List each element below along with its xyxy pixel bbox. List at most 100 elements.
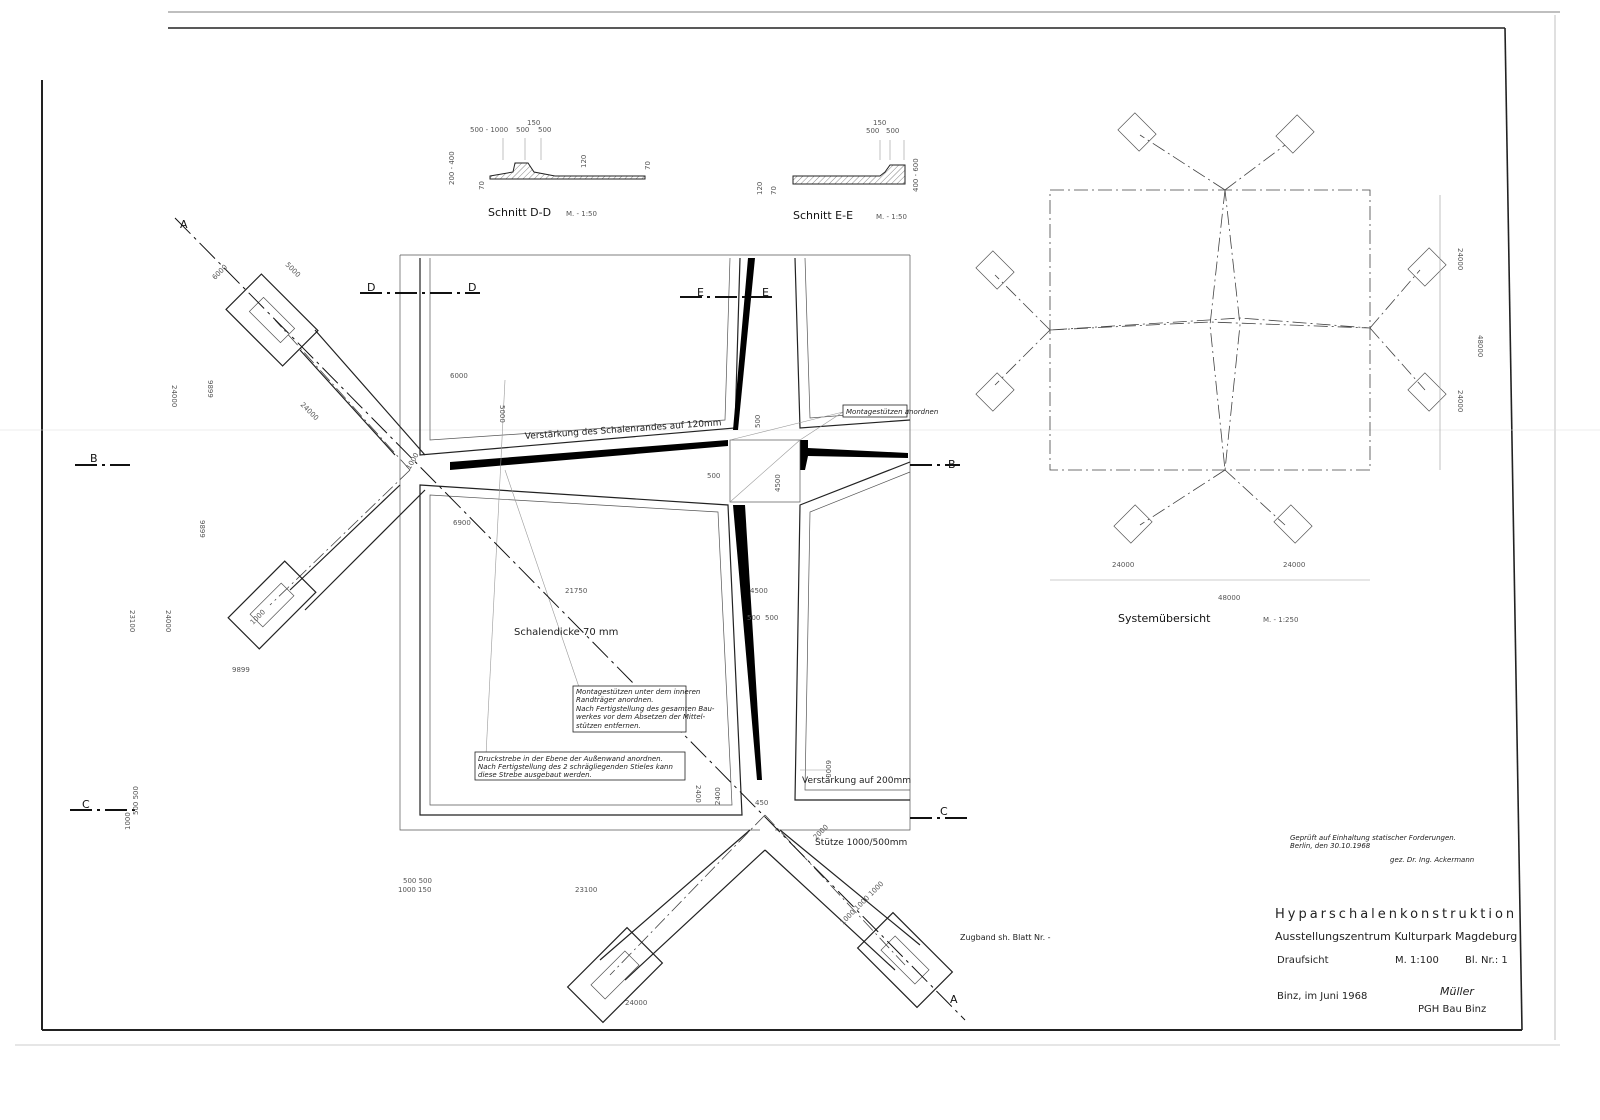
section-dd-title: Schnitt D-D [488,206,551,219]
drawing-text: M. - 1:250 [1263,616,1298,624]
drawing-text: 500 [707,472,720,480]
drawing-text: 500 [754,415,762,428]
drawing-text: 150 [527,119,540,127]
drawing-text: 120 [756,182,764,195]
drawing-text: 24000 [164,610,172,632]
project-name: Ausstellungszentrum Kulturpark Magdeburg [1275,930,1517,943]
drawing-text: Zugband sh. Blatt Nr. - [960,933,1051,942]
drawing-text: M. - 1:50 [566,210,597,218]
drawing-text: 1000 [249,608,267,626]
drawing-text: 21750 [565,587,587,595]
drawing-text: 24000 [299,401,320,422]
drawing-text: 24000 [1112,561,1134,569]
drawing-text: Nach Fertigstellung des gesamten Bau- [576,705,715,713]
drawing-text: 120 [580,155,588,168]
drawing-text: A [950,993,958,1006]
drawing-text: 500 [866,127,879,135]
drawing-text: 500 [886,127,899,135]
drawing-text: gez. Dr. Ing. Ackermann [1390,856,1474,864]
drawing-text: 400 - 600 [912,158,920,192]
drawing-text: 4500 [774,474,782,492]
drawing-text: Bl. Nr.: 1 [1465,955,1508,966]
drawing-text: 500 [538,126,551,134]
plan-annotations: Verstärkung des Schalenrandes auf 120mm … [124,261,1051,1007]
drawing-text: 5000 [498,405,506,423]
drawing-text: 6900 [453,519,471,527]
drawing-text: Randträger anordnen. [576,696,654,704]
drawing-text: Montagestützen unter dem inneren [576,688,700,696]
drawing-text: diese Strebe ausgebaut werden. [478,771,592,779]
drawing-text: 4500 [750,587,768,595]
drawing-title: Hyparschalenkonstruktion [1275,907,1517,922]
drawing-text: 200 - 400 [448,151,456,185]
note-inner-supports: Montagestützen unter dem inneren Randträ… [572,685,715,733]
drawing-text: PGH Bau Binz [1418,1004,1486,1015]
drawing-text: 24000 [1456,248,1464,270]
drawing-text: Verstärkung auf 200mm [802,776,911,786]
drawing-text: 70 [644,161,652,170]
drawing-text: stützen entfernen. [576,722,641,730]
drawing-text: B [90,452,98,465]
drawing-text: 1000 1000 1000 [839,880,886,927]
drawing-text: 23100 [575,886,597,894]
drawing-text: 1000 150 [398,886,431,894]
drawing-text: A [180,218,188,231]
drawing-text: M. - 1:50 [876,213,907,221]
drawing-text: 70 [770,186,778,195]
note-compression-strut: Druckstrebe in der Ebene der Außenwand a… [474,751,686,781]
drawing-text: Montagestützen anordnen [846,408,938,416]
drawing-text: D [367,281,375,294]
drawing-text: Stütze 1000/500mm [815,838,907,848]
drawing-text: E [762,286,769,299]
drawing-text: 500 500 [403,877,432,885]
title-block: Hyparschalenkonstruktion Ausstellungszen… [1275,907,1517,1015]
drawing-text: 500 [765,614,778,622]
drawing-text: 9899 [198,520,206,538]
drawing-text: werkes vor dem Absetzen der Mittel- [576,713,706,721]
drawing-text: E [697,286,704,299]
drawing-text: 2400 [694,785,702,803]
system-overview: 24000 24000 48000 24000 48000 24000 Syst… [975,112,1484,625]
drawing-text: 6000 [211,263,229,281]
drawing-text: 500 500 [132,786,140,815]
drawing-text: 5000 [284,261,302,279]
drawing-text: 500 - 1000 [470,126,508,134]
drawing-text: 1000 [405,452,421,471]
overview-footings [975,112,1447,544]
approval-note: Geprüft auf Einhaltung statischer Forder… [1290,834,1474,864]
edge-reinforcement-label: Verstärkung des Schalenrandes auf 120mm [525,418,722,442]
drawing-text: 9899 [232,666,250,674]
shell-thickness-label: Schalendicke 70 mm [514,627,618,638]
drawing-text: 24000 [1283,561,1305,569]
drawing-text: Nach Fertigstellung des 2 schrägliegende… [478,763,673,771]
sheet-frame [0,11,1600,1046]
drawing-text: Berlin, den 30.10.1968 [1290,842,1371,850]
drawing-text: 23100 [128,610,136,632]
floor-plan [70,217,970,1024]
drawing-text: 1000 [124,812,132,830]
section-d-d: 500 - 1000 150 500 500 200 - 400 70 120 … [448,119,652,219]
section-e-e: 150 500 500 120 70 400 - 600 Schnitt E-E… [756,119,920,222]
section-ee-title: Schnitt E-E [793,209,853,222]
drawing-text: 2400 [714,787,722,805]
drawing-text: D [468,281,476,294]
drawing-text: Binz, im Juni 1968 [1277,991,1367,1002]
drawing-text: 500 [516,126,529,134]
signature: Müller [1440,985,1475,998]
drawing-text: 9899 [206,380,214,398]
drawing-text: 6000 [450,372,468,380]
drawing-text: 500 [747,614,760,622]
drawing-text: 24000 [170,385,178,407]
drawing-text: B [948,458,956,471]
drawing-text: C [940,805,948,818]
drawing-text: Draufsicht [1277,955,1329,966]
drawing-text: 48000 [1476,335,1484,357]
drawing-text: 6000 [824,760,832,778]
drawing-text: 48000 [1218,594,1240,602]
section-cut-labels: A A B B C C D D E E [82,218,958,1006]
drawing-text: 24000 [1456,390,1464,412]
drawing-text: 450 [755,799,768,807]
drawing-text: 150 [873,119,886,127]
drawing-text: M. 1:100 [1395,955,1439,966]
